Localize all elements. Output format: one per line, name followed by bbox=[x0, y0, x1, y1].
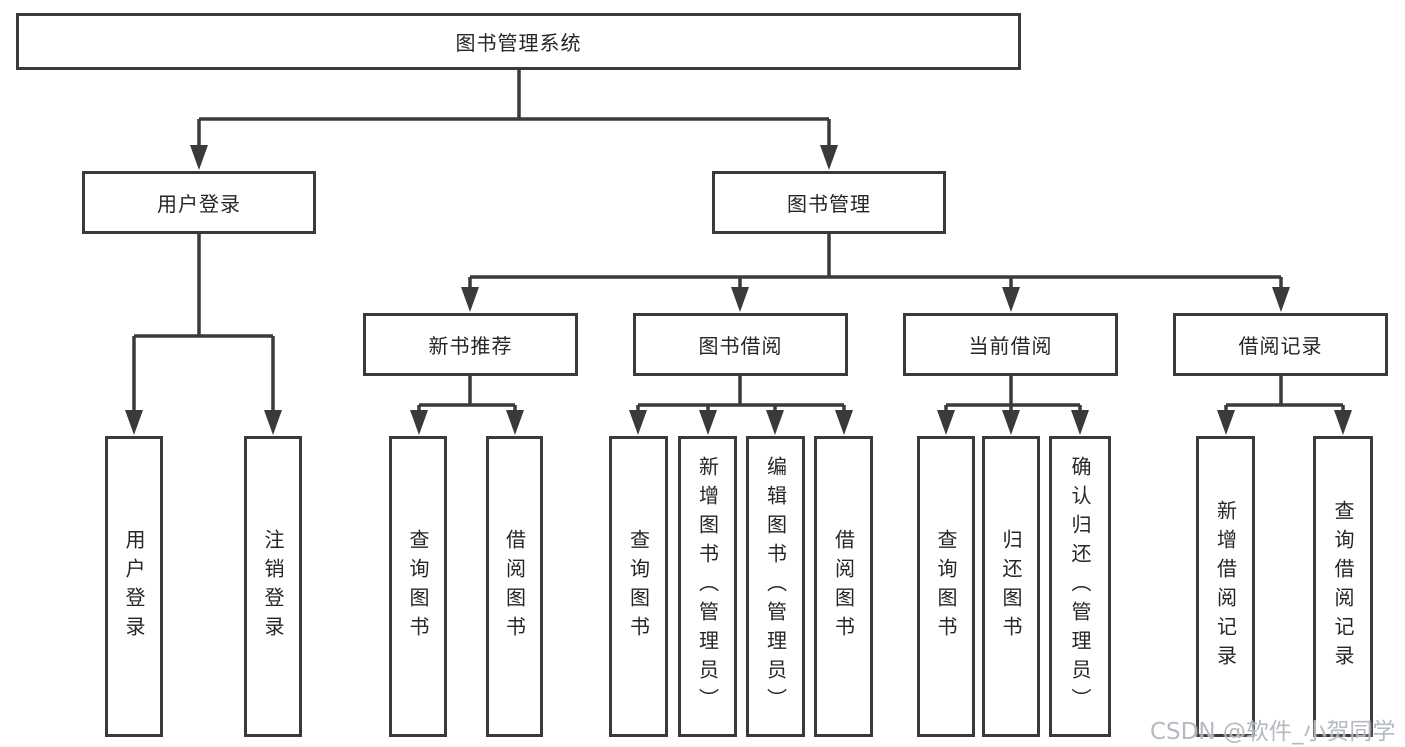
node-confirm-return-admin: 确认归还（管理员） bbox=[1049, 436, 1111, 737]
node-user-login-leaf: 用户登录 bbox=[105, 436, 163, 737]
node-borrow-records: 借阅记录 bbox=[1173, 313, 1388, 376]
node-library-management-system: 图书管理系统 bbox=[16, 13, 1021, 70]
node-query-books-2: 查询图书 bbox=[609, 436, 668, 737]
node-add-books-admin: 新增图书（管理员） bbox=[678, 436, 737, 737]
node-book-borrow: 图书借阅 bbox=[633, 313, 848, 376]
arrowheads bbox=[125, 145, 1352, 435]
node-logout-leaf: 注销登录 bbox=[244, 436, 302, 737]
csdn-watermark: CSDN @软件_小贺同学 bbox=[1150, 719, 1396, 745]
node-query-books-3: 查询图书 bbox=[917, 436, 975, 737]
node-edit-books-admin: 编辑图书（管理员） bbox=[746, 436, 805, 737]
node-user-login: 用户登录 bbox=[82, 171, 316, 234]
node-book-management: 图书管理 bbox=[712, 171, 946, 234]
node-borrow-books-2: 借阅图书 bbox=[814, 436, 873, 737]
node-query-books-1: 查询图书 bbox=[389, 436, 447, 737]
node-current-borrow: 当前借阅 bbox=[903, 313, 1118, 376]
node-borrow-books-1: 借阅图书 bbox=[486, 436, 543, 737]
node-new-book-recommend: 新书推荐 bbox=[363, 313, 578, 376]
node-return-books: 归还图书 bbox=[982, 436, 1040, 737]
node-add-borrow-record: 新增借阅记录 bbox=[1196, 436, 1255, 737]
node-query-borrow-record: 查询借阅记录 bbox=[1313, 436, 1373, 737]
